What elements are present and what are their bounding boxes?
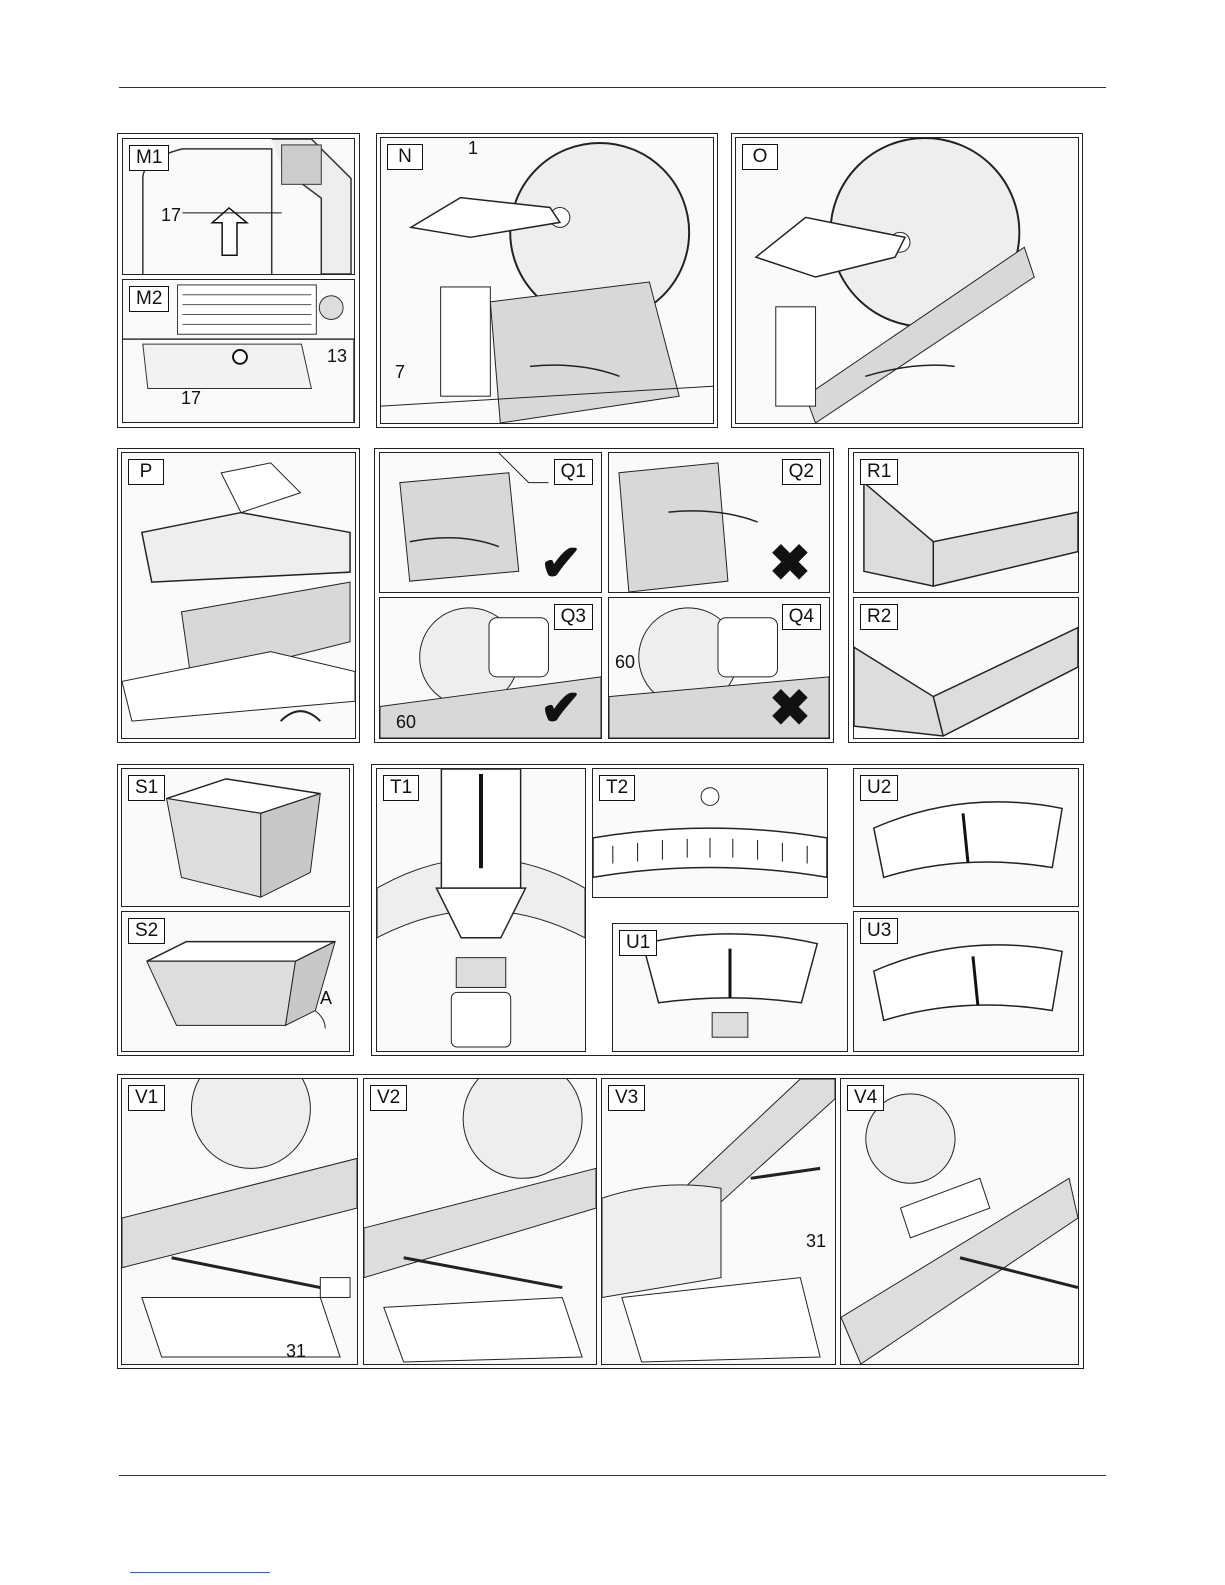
figure-s2: S2 A — [121, 911, 350, 1052]
figure-q4: Q4 60 ✖ — [608, 597, 830, 739]
figure-q1: Q1 ✔ — [379, 452, 602, 593]
figure-label-u1: U1 — [619, 930, 657, 956]
figure-label-q1: Q1 — [554, 459, 593, 485]
callout-1: 1 — [468, 138, 478, 158]
figure-label-v1: V1 — [128, 1085, 165, 1111]
miter-saw-cutting-illustration — [381, 138, 713, 423]
figure-label-v3: V3 — [608, 1085, 645, 1111]
callout-31: 31 — [806, 1231, 826, 1251]
miter-scale-pointer-illustration — [377, 769, 585, 1051]
figure-label-m1: M1 — [129, 145, 169, 171]
callout-13: 13 — [327, 346, 347, 366]
figure-u1: U1 — [612, 923, 848, 1052]
figure-v2: V2 — [363, 1078, 597, 1365]
clamp-rear-illustration — [841, 1079, 1078, 1364]
callout-31: 31 — [286, 1341, 306, 1361]
figure-r2: R2 — [853, 597, 1079, 739]
figure-label-q3: Q3 — [554, 604, 593, 630]
figure-q2: Q2 ✖ — [608, 452, 830, 593]
figure-label-n: N — [387, 144, 423, 170]
figure-r1: R1 — [853, 452, 1079, 593]
figure-label-u3: U3 — [860, 918, 898, 944]
figure-m1: M1 17 — [122, 138, 355, 275]
figure-v3: V3 31 — [601, 1078, 836, 1365]
figure-label-r2: R2 — [860, 604, 898, 630]
callout-60: 60 — [396, 712, 416, 732]
figure-label-v4: V4 — [847, 1085, 884, 1111]
figure-label-t1: T1 — [383, 775, 419, 801]
figure-t1: T1 — [376, 768, 586, 1052]
vertical-clamp-illustration — [602, 1079, 835, 1364]
figure-p: P — [121, 452, 356, 739]
header-rule — [119, 87, 1106, 88]
figure-o: O — [735, 137, 1079, 424]
figure-label-s2: S2 — [128, 918, 165, 944]
figure-m2: M2 13 17 — [122, 279, 355, 423]
check-mark-icon: ✔ — [540, 538, 582, 588]
figure-u2: U2 — [853, 768, 1079, 907]
clamp-setup-illustration — [122, 1079, 357, 1364]
figure-label-m2: M2 — [129, 286, 169, 312]
callout-60: 60 — [615, 652, 635, 672]
figure-label-s1: S1 — [128, 775, 165, 801]
figure-s1: S1 — [121, 768, 350, 907]
figure-v4: V4 — [840, 1078, 1079, 1365]
miter-saw-angled-cut-illustration — [736, 138, 1078, 423]
figure-q3: Q3 60 ✔ — [379, 597, 602, 739]
callout-a: A — [320, 988, 332, 1008]
figure-label-q2: Q2 — [782, 459, 821, 485]
figure-label-p: P — [128, 459, 164, 485]
figure-t2: T2 — [592, 768, 828, 898]
figure-label-o: O — [742, 144, 778, 170]
cross-mark-icon: ✖ — [769, 538, 811, 588]
footer-rule — [119, 1475, 1106, 1476]
bevel-saw-illustration — [122, 453, 355, 738]
cross-mark-icon: ✖ — [769, 683, 811, 733]
callout-7: 7 — [395, 362, 405, 382]
figure-label-v2: V2 — [370, 1085, 407, 1111]
callout-17: 17 — [181, 388, 201, 408]
figure-v1: V1 31 — [121, 1078, 358, 1365]
check-mark-icon: ✔ — [540, 683, 582, 733]
figure-label-t2: T2 — [599, 775, 635, 801]
clamp-tightened-illustration — [364, 1079, 596, 1364]
footer-link-underline — [130, 1572, 270, 1573]
figure-u3: U3 — [853, 911, 1079, 1052]
figure-label-u2: U2 — [860, 775, 898, 801]
callout-17: 17 — [161, 205, 181, 225]
figure-label-q4: Q4 — [782, 604, 821, 630]
figure-label-r1: R1 — [860, 459, 898, 485]
figure-n: N 1 7 — [380, 137, 714, 424]
